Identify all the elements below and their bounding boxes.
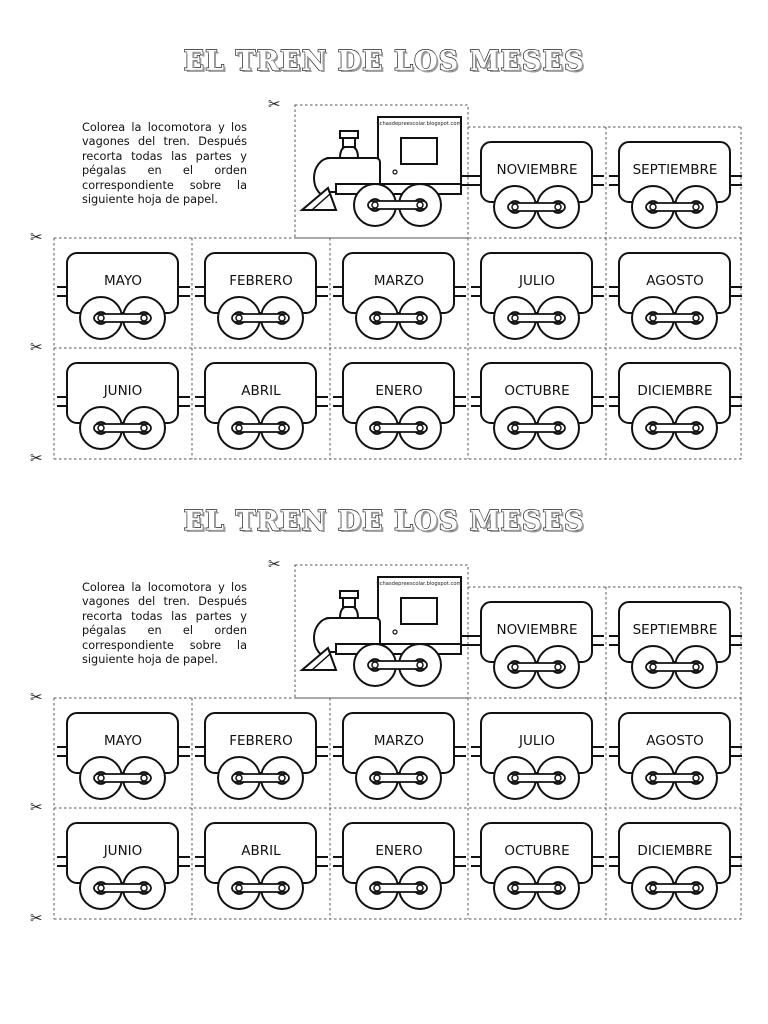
scissors-icon: ✂ bbox=[30, 798, 43, 816]
wagon-cutout: JUNIO bbox=[57, 362, 190, 450]
worksheet-bottom: EL TREN DE LOS MESES Colorea la locomoto… bbox=[0, 460, 768, 926]
worksheet-title: EL TREN DE LOS MESES bbox=[183, 505, 585, 537]
worksheet-top: EL TREN DE LOS MESES Colorea la locomoto… bbox=[0, 0, 768, 466]
scissors-icon: ✂ bbox=[268, 95, 281, 113]
wagon-cutout: AGOSTO bbox=[609, 712, 742, 800]
month-label: OCTUBRE bbox=[504, 843, 569, 859]
wagon-cutout: NOVIEMBRE bbox=[471, 601, 604, 689]
month-label: ABRIL bbox=[241, 383, 281, 399]
month-label: MAYO bbox=[104, 733, 142, 749]
month-label: OCTUBRE bbox=[504, 383, 569, 399]
month-label: FEBRERO bbox=[229, 273, 292, 289]
wagon-cutout: MAYO bbox=[57, 712, 190, 800]
month-label: AGOSTO bbox=[646, 273, 704, 289]
month-label: ENERO bbox=[375, 843, 422, 859]
cut-grid bbox=[53, 564, 742, 920]
month-label: JULIO bbox=[518, 273, 555, 289]
month-label: SEPTIEMBRE bbox=[633, 622, 718, 638]
train-cutouts: fichasdepreescolar.blogspot.comNOVIEMBRE… bbox=[57, 576, 742, 910]
month-label: NOVIEMBRE bbox=[496, 162, 577, 178]
wagon-cutout: MARZO bbox=[333, 252, 466, 340]
wagon-cutout: ENERO bbox=[333, 822, 466, 910]
wagon-cutout: MAYO bbox=[57, 252, 190, 340]
wagon-cutout: DICIEMBRE bbox=[609, 822, 742, 910]
month-label: JUNIO bbox=[103, 383, 143, 399]
month-label: AGOSTO bbox=[646, 733, 704, 749]
month-label: ENERO bbox=[375, 383, 422, 399]
month-label: DICIEMBRE bbox=[637, 843, 712, 859]
wagon-cutout: DICIEMBRE bbox=[609, 362, 742, 450]
wagon-cutout: AGOSTO bbox=[609, 252, 742, 340]
scissors-icon: ✂ bbox=[30, 338, 43, 356]
locomotive-credit: fichasdepreescolar.blogspot.com bbox=[376, 581, 461, 587]
cut-grid bbox=[53, 104, 742, 460]
wagon-cutout: FEBRERO bbox=[195, 252, 328, 340]
month-label: FEBRERO bbox=[229, 733, 292, 749]
wagon-cutout: ENERO bbox=[333, 362, 466, 450]
month-label: ABRIL bbox=[241, 843, 281, 859]
wagon-cutout: ABRIL bbox=[195, 822, 328, 910]
locomotive-cutout: fichasdepreescolar.blogspot.com bbox=[299, 576, 479, 687]
wagon-cutout: JULIO bbox=[471, 712, 604, 800]
instructions-text: Colorea la locomotora y los vagones del … bbox=[82, 581, 247, 667]
wagon-cutout: OCTUBRE bbox=[471, 362, 604, 450]
month-label: JULIO bbox=[518, 733, 555, 749]
wagon-cutout: MARZO bbox=[333, 712, 466, 800]
scissors-icon: ✂ bbox=[30, 909, 43, 927]
instructions-text: Colorea la locomotora y los vagones del … bbox=[82, 121, 247, 207]
wagon-cutout: OCTUBRE bbox=[471, 822, 604, 910]
month-label: NOVIEMBRE bbox=[496, 622, 577, 638]
month-label: MARZO bbox=[374, 273, 424, 289]
month-label: MAYO bbox=[104, 273, 142, 289]
scissors-icon: ✂ bbox=[30, 228, 43, 246]
month-label: JUNIO bbox=[103, 843, 143, 859]
scissors-icon: ✂ bbox=[30, 449, 43, 467]
wagon-cutout: SEPTIEMBRE bbox=[609, 601, 742, 689]
wagon-cutout: JUNIO bbox=[57, 822, 190, 910]
wagon-cutout: ABRIL bbox=[195, 362, 328, 450]
locomotive-cutout: fichasdepreescolar.blogspot.com bbox=[299, 116, 479, 227]
month-label: DICIEMBRE bbox=[637, 383, 712, 399]
wagon-cutout: JULIO bbox=[471, 252, 604, 340]
wagon-cutout: SEPTIEMBRE bbox=[609, 141, 742, 229]
scissors-icon: ✂ bbox=[30, 688, 43, 706]
month-label: MARZO bbox=[374, 733, 424, 749]
worksheet-title: EL TREN DE LOS MESES bbox=[183, 45, 585, 77]
wagon-cutout: NOVIEMBRE bbox=[471, 141, 604, 229]
wagon-cutout: FEBRERO bbox=[195, 712, 328, 800]
month-label: SEPTIEMBRE bbox=[633, 162, 718, 178]
train-cutouts: fichasdepreescolar.blogspot.comNOVIEMBRE… bbox=[57, 116, 742, 450]
scissors-icon: ✂ bbox=[268, 555, 281, 573]
locomotive-credit: fichasdepreescolar.blogspot.com bbox=[376, 121, 461, 127]
